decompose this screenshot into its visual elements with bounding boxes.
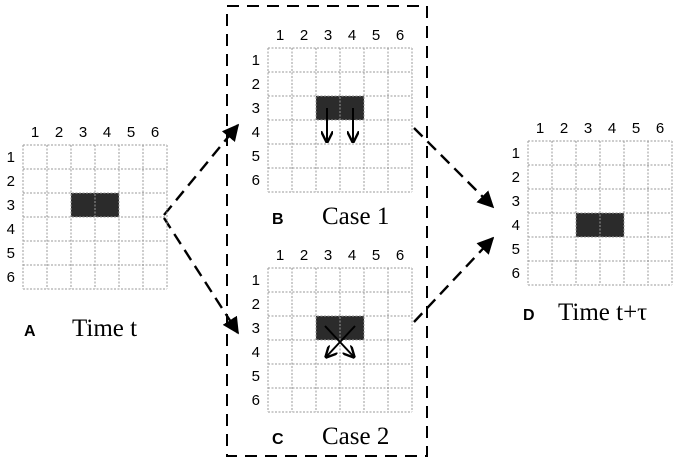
column-label: 2: [560, 120, 568, 137]
column-label: 4: [348, 247, 356, 264]
column-label: 5: [127, 124, 135, 141]
row-label: 3: [252, 100, 260, 117]
row-label: 5: [252, 148, 260, 165]
row-label: 5: [252, 368, 260, 385]
row-label: 6: [252, 392, 260, 409]
column-label: 5: [632, 120, 640, 137]
arrow-c-to-d: [413, 236, 495, 323]
column-label: 4: [348, 27, 356, 44]
arrow-a-to-b: [163, 123, 240, 216]
panel-a-caption: Time t: [72, 315, 137, 342]
row-label: 1: [252, 272, 260, 289]
row-label: 3: [252, 320, 260, 337]
row-label: 1: [252, 52, 260, 69]
column-label: 1: [536, 120, 544, 137]
column-label: 5: [372, 247, 380, 264]
row-label: 2: [512, 169, 520, 186]
column-label: 3: [584, 120, 592, 137]
case2-diagonal-arrow-right: [324, 325, 354, 357]
column-label: 1: [276, 27, 284, 44]
column-label: 2: [55, 124, 63, 141]
panel-b-caption: Case 1: [322, 203, 389, 230]
row-label: 4: [252, 344, 260, 361]
row-label: 1: [512, 145, 520, 162]
arrow-b-to-d: [413, 127, 495, 209]
row-label: 2: [252, 296, 260, 313]
column-label: 3: [79, 124, 87, 141]
column-label: 6: [656, 120, 664, 137]
row-label: 6: [7, 269, 15, 286]
row-label: 2: [7, 173, 15, 190]
row-label: 5: [512, 241, 520, 258]
panel-d-caption: Time t+τ: [558, 299, 647, 326]
row-label: 6: [252, 172, 260, 189]
row-label: 1: [7, 149, 15, 166]
row-label: 4: [512, 217, 520, 234]
column-label: 3: [324, 247, 332, 264]
row-label: 6: [512, 265, 520, 282]
column-label: 4: [103, 124, 111, 141]
row-label: 4: [7, 221, 15, 238]
case-enclosure: [226, 5, 428, 457]
panel-b-letter: B: [272, 211, 284, 228]
column-label: 4: [608, 120, 616, 137]
row-label: 3: [512, 193, 520, 210]
case2-motion-arrows: [324, 325, 355, 357]
column-label: 5: [372, 27, 380, 44]
row-label: 3: [7, 197, 15, 214]
column-label: 1: [276, 247, 284, 264]
column-label: 6: [396, 247, 404, 264]
row-label: 4: [252, 124, 260, 141]
row-label: 5: [7, 245, 15, 262]
panel-d-letter: D: [523, 307, 535, 324]
column-label: 6: [396, 27, 404, 44]
column-label: 2: [300, 27, 308, 44]
panel-c-caption: Case 2: [322, 423, 389, 450]
column-label: 3: [324, 27, 332, 44]
column-label: 1: [31, 124, 39, 141]
column-label: 2: [300, 247, 308, 264]
panel-c-letter: C: [272, 431, 284, 448]
row-label: 2: [252, 76, 260, 93]
panel-a-letter: A: [24, 323, 36, 340]
case1-motion-arrows: [327, 108, 353, 142]
column-label: 6: [151, 124, 159, 141]
arrow-a-to-c: [162, 217, 240, 335]
